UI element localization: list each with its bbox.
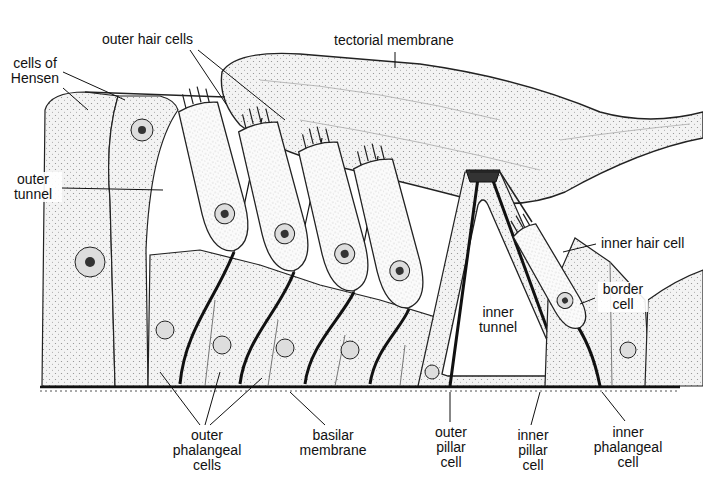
outer-hair-cell <box>232 102 315 276</box>
part-label: inner pillar cell <box>506 428 560 473</box>
outer-hair-cell <box>347 139 430 313</box>
basilar-membrane <box>40 386 680 389</box>
phalangeal-cells <box>148 250 445 386</box>
nucleus <box>131 119 153 141</box>
part-label: outer hair cells <box>100 32 195 47</box>
part-label: inner phalangeal cell <box>588 425 668 470</box>
part-label: cells of Hensen <box>8 56 62 86</box>
basilar-fringe <box>40 391 680 392</box>
cell-borders <box>610 262 612 386</box>
cell-borders <box>205 300 405 386</box>
part-label: outer tunnel <box>4 172 62 202</box>
part-label: border cell <box>598 282 648 312</box>
nucleus <box>425 365 439 379</box>
part-label: inner hair cell <box>599 236 686 251</box>
nucleus-dot <box>85 257 95 267</box>
nucleus-dot <box>138 126 146 134</box>
part-label: inner tunnel <box>470 305 526 335</box>
leader-lines <box>62 50 625 425</box>
nucleus <box>75 247 105 277</box>
part-label: tectorial membrane <box>332 33 456 48</box>
nucleus <box>620 342 636 358</box>
part-label: outer phalangeal cells <box>163 428 251 473</box>
outer-hair-cell <box>172 82 255 256</box>
hensen-cell <box>42 92 118 386</box>
part-label: basilar membrane <box>292 428 374 458</box>
reticular-lamina <box>85 92 532 222</box>
part-label: outer pillar cell <box>424 425 478 470</box>
inner-sulcus-cells <box>645 270 703 386</box>
